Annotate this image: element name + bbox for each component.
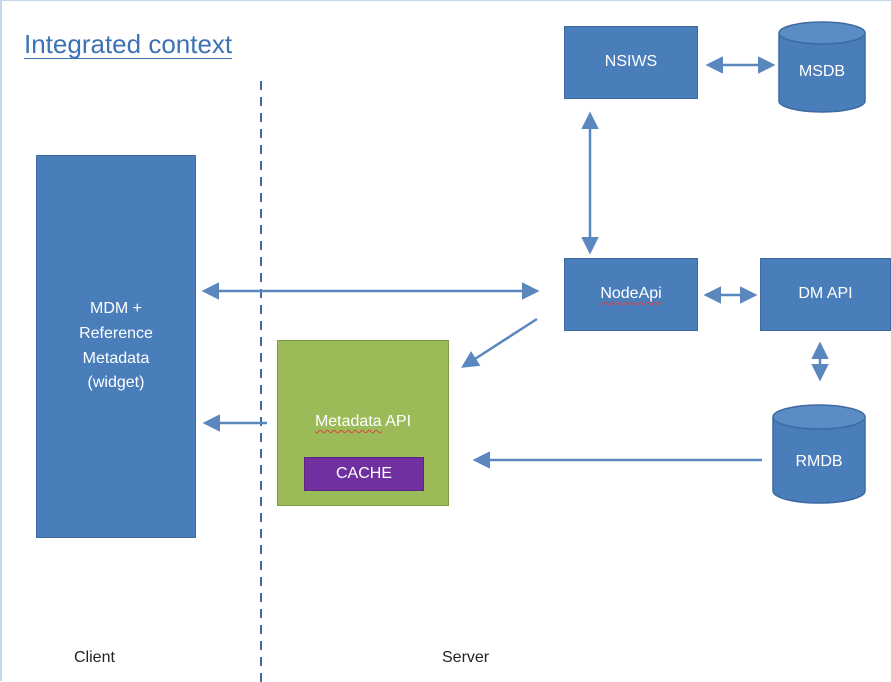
dm-api-label: DM API xyxy=(798,285,853,303)
cache-label: CACHE xyxy=(335,465,392,482)
nsiws-node[interactable]: NSIWS xyxy=(564,26,698,99)
msdb-database[interactable]: MSDB xyxy=(778,21,866,113)
mdm-line-4: (widget) xyxy=(87,374,145,392)
rmdb-database[interactable]: RMDB xyxy=(772,404,866,504)
nsiws-label: NSIWS xyxy=(604,53,658,71)
mdm-line-2: Reference xyxy=(79,324,153,342)
mdm-line-3: Metadata xyxy=(82,349,150,367)
diagram-title: Integrated context xyxy=(24,29,233,59)
dm-api-node[interactable]: DM API xyxy=(760,258,891,331)
metadata-api-node[interactable]: Metadata API CACHE xyxy=(277,340,449,506)
rmdb-label: RMDB xyxy=(795,453,843,470)
cache-box[interactable]: CACHE xyxy=(304,457,424,491)
metadata-api-label-word2: API xyxy=(381,413,412,430)
msdb-label: MSDB xyxy=(798,63,846,80)
metadata-api-label-word1: Metadata xyxy=(314,413,382,430)
database-icon xyxy=(772,404,866,504)
client-zone-label: Client xyxy=(74,649,115,666)
nodeapi-label: NodeApi xyxy=(600,285,662,303)
arrow-nodeapi-metadata-api xyxy=(461,317,538,368)
mdm-line-1: MDM + xyxy=(90,299,142,317)
server-zone-label: Server xyxy=(442,649,490,666)
mdm-reference-metadata-widget[interactable]: MDM + Reference Metadata (widget) xyxy=(36,155,196,538)
nodeapi-node[interactable]: NodeApi xyxy=(564,258,698,331)
metadata-api-label: Metadata API xyxy=(278,413,448,431)
database-icon xyxy=(778,21,866,113)
